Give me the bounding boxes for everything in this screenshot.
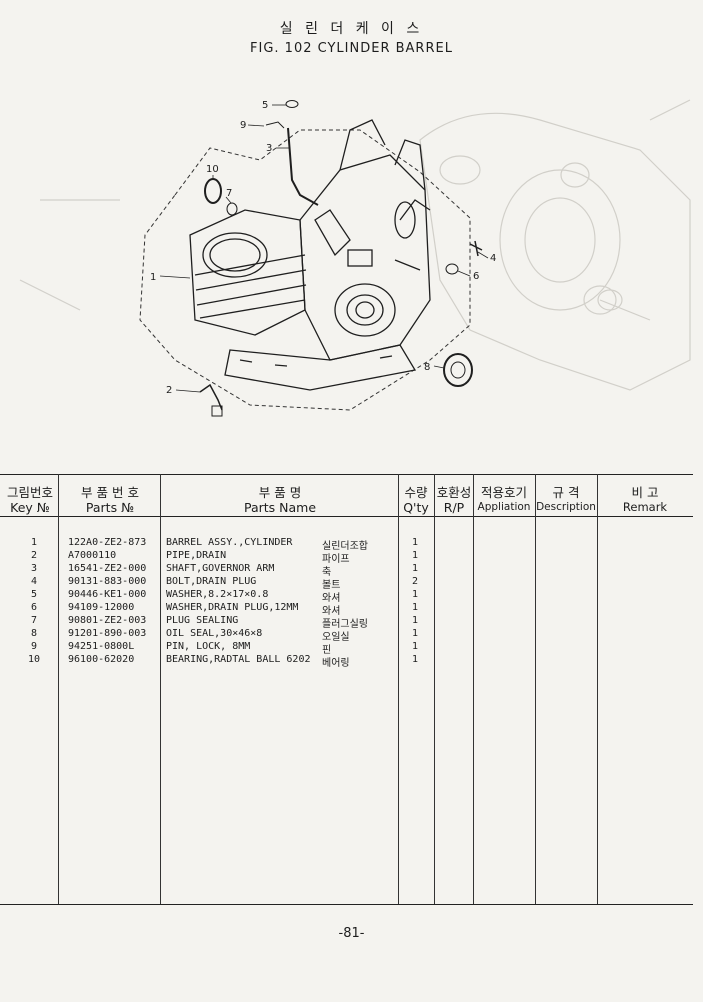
header-qty-en: Q'ty [403, 500, 429, 515]
row-part-name: PLUG SEALING [166, 615, 239, 626]
header-application-en: Appliation [477, 501, 531, 513]
row-part-name: WASHER,8.2×17×0.8 [166, 589, 269, 600]
row-part-name: SHAFT,GOVERNOR ARM [166, 563, 275, 574]
page-title: FIG. 102 CYLINDER BARREL [250, 41, 453, 56]
callout-6: 6 [473, 271, 479, 282]
parts-table [0, 474, 693, 905]
row-key: 3 [30, 563, 38, 574]
row-part-number: 94109-12000 [68, 602, 135, 613]
row-qty: 1 [411, 563, 419, 574]
table-row: 7 90801-ZE2-003 PLUG SEALING 플러그실링 1 [0, 615, 693, 630]
header-qty-ko: 수량 [404, 485, 428, 500]
callout-7: 7 [226, 188, 232, 199]
table-row: 5 90446-KE1-000 WASHER,8.2×17×0.8 와셔 1 [0, 589, 693, 604]
table-row: 6 94109-12000 WASHER,DRAIN PLUG,12MM 와셔 … [0, 602, 693, 617]
row-qty: 2 [411, 576, 419, 587]
row-part-number: A7000110 [68, 550, 117, 561]
row-part-number: 122A0-ZE2-873 [68, 537, 147, 548]
callout-2: 2 [166, 385, 172, 396]
row-part-name-ko: 파이프 [322, 554, 350, 565]
assembly-outline [139, 129, 471, 411]
header-name-ko: 부 품 명 [258, 485, 302, 500]
table-row: 8 91201-890-003 OIL SEAL,30×46×8 오일실 1 [0, 628, 693, 643]
row-qty: 1 [411, 628, 419, 639]
header-application-ko: 적용호기 [480, 485, 527, 500]
row-key: 6 [30, 602, 38, 613]
row-part-name-ko: 베어링 [322, 658, 350, 669]
callout-10: 10 [206, 164, 219, 175]
row-qty: 1 [411, 550, 419, 561]
row-key: 2 [30, 550, 38, 561]
row-part-number: 96100-62020 [68, 654, 135, 665]
row-part-number: 91201-890-003 [68, 628, 147, 639]
row-part-name-ko: 오일실 [322, 632, 350, 643]
header-rp-ko: 호환성 [436, 485, 472, 500]
row-part-name: PIPE,DRAIN [166, 550, 227, 561]
row-key: 1 [30, 537, 38, 548]
row-qty: 1 [411, 654, 419, 665]
row-part-number: 90801-ZE2-003 [68, 615, 147, 626]
row-part-name-ko: 볼트 [322, 580, 341, 591]
row-part-name: BARREL ASSY.,CYLINDER [166, 537, 293, 548]
table-row: 1 122A0-ZE2-873 BARREL ASSY.,CYLINDER 실린… [0, 537, 693, 552]
callout-4: 4 [490, 253, 496, 264]
header-description-ko: 규 격 [552, 485, 580, 500]
row-qty: 1 [411, 589, 419, 600]
row-qty: 1 [411, 615, 419, 626]
row-part-number: 90131-883-000 [68, 576, 147, 587]
header-name-en: Parts Name [243, 500, 317, 515]
row-part-name-ko: 플러그실링 [322, 619, 368, 630]
callout-9: 9 [240, 120, 246, 131]
callout-8: 8 [424, 362, 430, 373]
row-part-name-ko: 와셔 [322, 593, 341, 604]
header-part-no-en: Parts № [85, 500, 135, 515]
header-rp-en: R/P [443, 500, 465, 515]
row-part-name-ko: 핀 [322, 645, 332, 656]
row-part-number: 90446-KE1-000 [68, 589, 147, 600]
exploded-parts-diagram: 1 2 3 4 5 6 7 8 9 10 [19, 99, 691, 417]
row-part-name: PIN, LOCK, 8MM [166, 641, 251, 652]
row-key: 7 [30, 615, 38, 626]
table-row: 2 A7000110 PIPE,DRAIN 파이프 1 [0, 550, 693, 565]
row-part-name-ko: 실린더조합 [322, 541, 368, 552]
row-qty: 1 [411, 641, 419, 652]
callout-3: 3 [266, 143, 272, 154]
table-row: 4 90131-883-000 BOLT,DRAIN PLUG 볼트 2 [0, 576, 693, 591]
callout-5: 5 [262, 100, 268, 111]
callout-1: 1 [150, 272, 156, 283]
row-qty: 1 [411, 537, 419, 548]
header-description-en: Description [536, 501, 596, 513]
row-key: 8 [30, 628, 38, 639]
row-key: 5 [30, 589, 38, 600]
table-row: 10 96100-62020 BEARING,RADTAL BALL 6202 … [0, 654, 693, 669]
row-part-name: WASHER,DRAIN PLUG,12MM [166, 602, 299, 613]
row-part-name: OIL SEAL,30×46×8 [166, 628, 263, 639]
row-part-number: 16541-ZE2-000 [68, 563, 147, 574]
header-key-en: Key № [10, 500, 50, 515]
row-part-name: BOLT,DRAIN PLUG [166, 576, 257, 587]
header-remark-en: Remark [622, 500, 668, 514]
row-part-name-ko: 와셔 [322, 606, 341, 617]
header-key-ko: 그림번호 [6, 485, 53, 500]
row-part-number: 94251-0800L [68, 641, 135, 652]
row-key: 9 [30, 641, 38, 652]
table-row: 9 94251-0800L PIN, LOCK, 8MM 핀 1 [0, 641, 693, 656]
table-row: 3 16541-ZE2-000 SHAFT,GOVERNOR ARM 축 1 [0, 563, 693, 578]
row-part-name: BEARING,RADTAL BALL 6202 [166, 654, 311, 665]
page-number: -81- [338, 926, 365, 941]
row-qty: 1 [411, 602, 419, 613]
row-key: 4 [30, 576, 38, 587]
header-remark-ko: 비 고 [631, 485, 659, 500]
header-part-no-ko: 부 품 번 호 [81, 485, 139, 500]
page-title-korean: 실 린 더 케 이 스 [279, 21, 424, 37]
row-key: 10 [27, 654, 41, 665]
row-part-name-ko: 축 [322, 567, 332, 578]
